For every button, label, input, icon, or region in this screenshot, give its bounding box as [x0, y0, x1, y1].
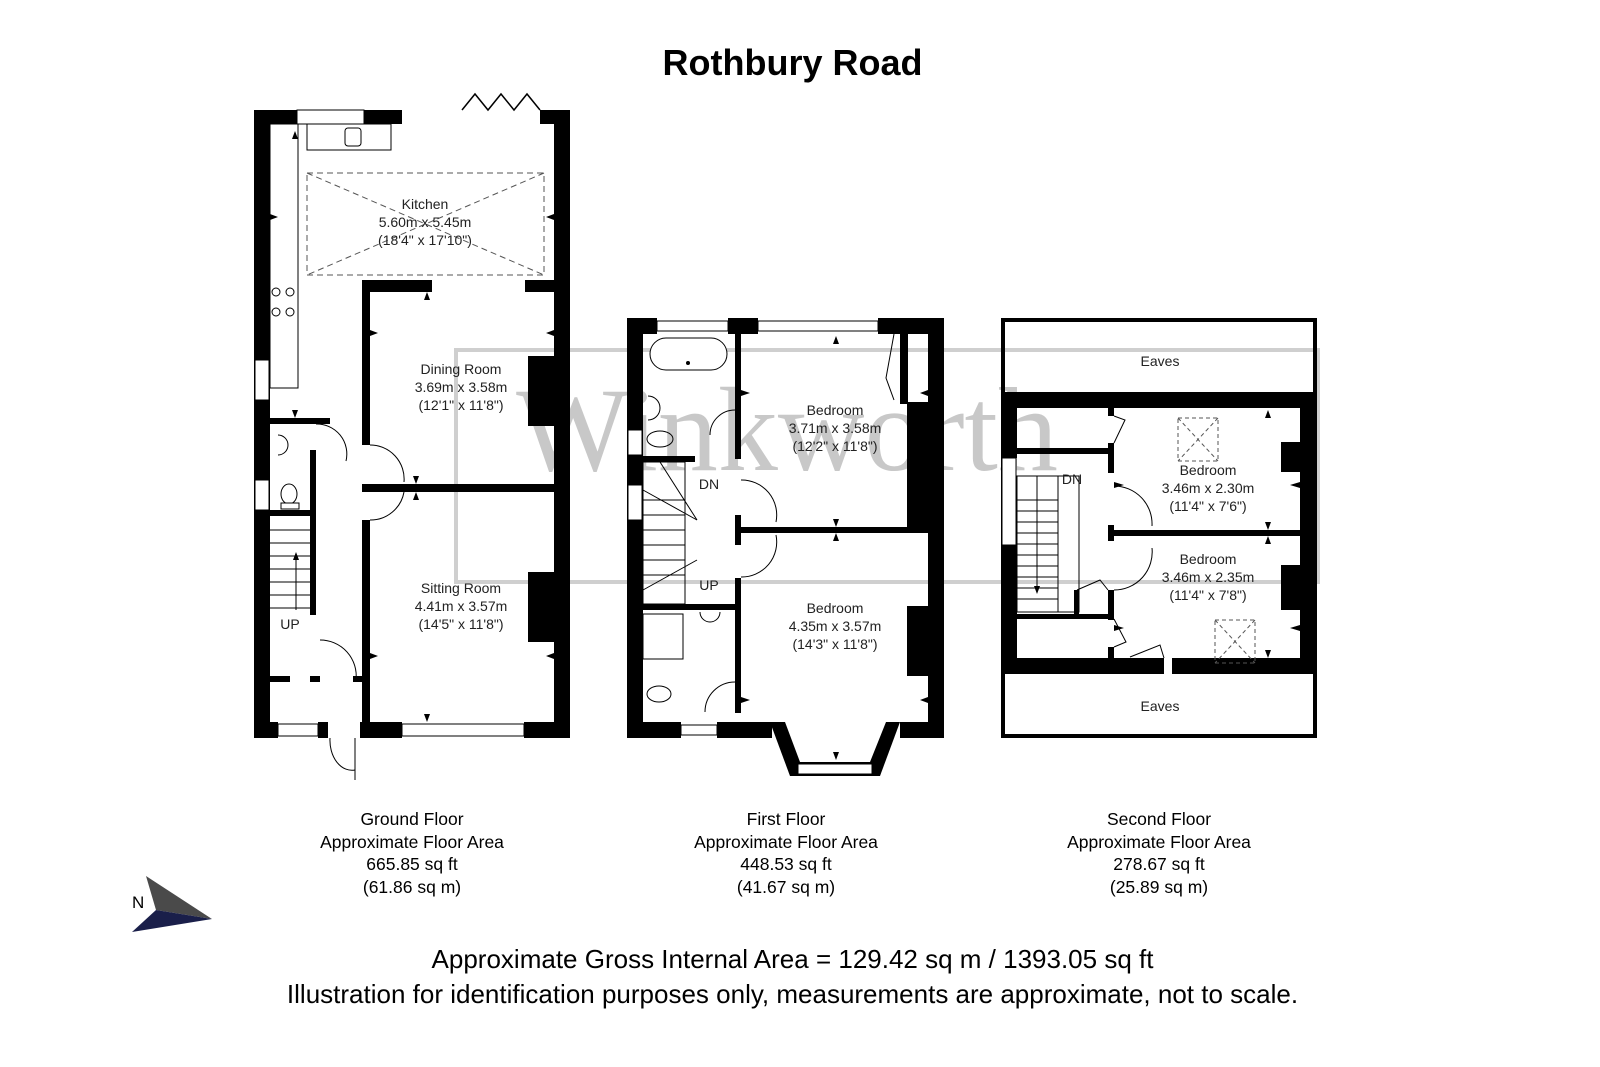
gross-area-text: Approximate Gross Internal Area = 129.42…: [431, 944, 1154, 974]
floor-name: Second Floor: [1106, 809, 1212, 829]
first-bedroom-2-name: Bedroom: [807, 600, 864, 616]
dining-room-imperial: (12'1" x 11'8"): [418, 397, 503, 413]
dining-room-metric: 3.69m x 3.58m: [415, 379, 508, 395]
page-title: Rothbury Road: [662, 42, 923, 83]
second-bedroom-1-metric: 3.46m x 2.30m: [1162, 480, 1255, 496]
floor-area-label: Approximate Floor Area: [1067, 831, 1251, 852]
watermark-text: Winkworth: [516, 363, 1058, 496]
floor-area-sqm: (41.67 sq m): [736, 876, 836, 897]
first-stair-up-label: UP: [699, 577, 718, 593]
second-floor-plan: [1001, 318, 1317, 738]
floor-area-sqft: 278.67 sq ft: [1113, 854, 1205, 874]
disclaimer-text: Illustration for identification purposes…: [286, 979, 1299, 1009]
north-arrow-icon: [132, 876, 212, 932]
second-bedroom-1-name: Bedroom: [1180, 462, 1237, 478]
sitting-room-name: Sitting Room: [421, 580, 501, 596]
kitchen-metric: 5.60m x 5.45m: [379, 214, 472, 230]
floor-area-sqm: (61.86 sq m): [362, 876, 462, 897]
first-stair-down-label: DN: [699, 476, 719, 492]
first-bedroom-1-name: Bedroom: [807, 402, 864, 418]
first-floor-plan: [627, 318, 944, 776]
first-bedroom-2-metric: 4.35m x 3.57m: [789, 618, 882, 634]
second-stair-down-label: DN: [1062, 471, 1082, 487]
eaves-bottom-label: Eaves: [1141, 698, 1180, 714]
second-bedroom-2-metric: 3.46m x 2.35m: [1162, 569, 1255, 585]
ground-floor-plan: [254, 92, 570, 780]
floor-area-label: Approximate Floor Area: [320, 831, 504, 852]
second-bedroom-2-imperial: (11'4" x 7'8"): [1169, 587, 1246, 603]
floor-area-sqft: 448.53 sq ft: [740, 854, 832, 874]
first-bedroom-1-imperial: (12'2" x 11'8"): [792, 438, 877, 454]
second-floor-caption: Second Floor Approximate Floor Area 278.…: [1009, 808, 1309, 898]
first-floor-caption: First Floor Approximate Floor Area 448.5…: [636, 808, 936, 898]
kitchen-name: Kitchen: [402, 196, 449, 212]
floor-name: First Floor: [746, 809, 826, 829]
floor-area-sqm: (25.89 sq m): [1109, 876, 1209, 897]
sitting-room-imperial: (14'5" x 11'8"): [418, 616, 503, 632]
floor-area-sqft: 665.85 sq ft: [366, 854, 458, 874]
first-bedroom-1-metric: 3.71m x 3.58m: [789, 420, 882, 436]
watermark: Winkworth: [454, 348, 1320, 584]
sitting-room-metric: 4.41m x 3.57m: [415, 598, 508, 614]
floor-name: Ground Floor: [360, 809, 464, 829]
second-bedroom-2-name: Bedroom: [1180, 551, 1237, 567]
eaves-top-label: Eaves: [1141, 353, 1180, 369]
first-bedroom-2-imperial: (14'3" x 11'8"): [792, 636, 877, 652]
compass-north-label: N: [132, 893, 145, 912]
kitchen-imperial: (18'4" x 17'10"): [378, 232, 472, 248]
floor-area-label: Approximate Floor Area: [694, 831, 878, 852]
dining-room-name: Dining Room: [421, 361, 502, 377]
ground-stair-up-label: UP: [280, 616, 299, 632]
ground-floor-caption: Ground Floor Approximate Floor Area 665.…: [262, 808, 562, 898]
second-bedroom-1-imperial: (11'4" x 7'6"): [1169, 498, 1246, 514]
